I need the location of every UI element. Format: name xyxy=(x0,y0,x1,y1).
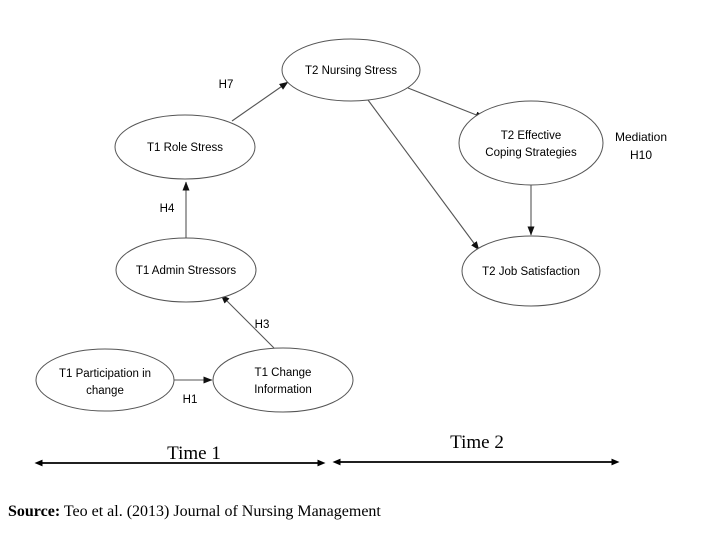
node-label: T1 Admin Stressors xyxy=(136,265,237,277)
annotation-line-2: H10 xyxy=(630,148,652,162)
timeline-time-1: Time 1 xyxy=(34,443,326,467)
node-label-line-2: Information xyxy=(254,384,312,396)
node-ellipse xyxy=(115,237,257,303)
node-label: T2 Job Satisfaction xyxy=(482,266,580,278)
node-t2-job-satisfaction[interactable]: T2 Job Satisfaction xyxy=(461,235,601,307)
node-label-line-2: Coping Strategies xyxy=(485,147,577,159)
edge-h3 xyxy=(220,294,275,349)
node-t1-admin-stressors[interactable]: T1 Admin Stressors xyxy=(115,237,257,303)
node-ellipse xyxy=(461,235,601,307)
node-t2-nursing-stress[interactable]: T2 Nursing Stress xyxy=(281,38,421,102)
edge-label-group: H7 H4 H3 H1 xyxy=(160,79,270,406)
edge-h7 xyxy=(231,81,289,122)
node-t1-participation-in-change[interactable]: T1 Participation in change xyxy=(35,348,175,412)
annotation-line-1: Mediation xyxy=(615,130,667,144)
node-ellipse xyxy=(458,100,604,186)
node-ellipse xyxy=(281,38,421,102)
source-text: Teo et al. (2013) Journal of Nursing Man… xyxy=(60,503,381,520)
node-t1-role-stress[interactable]: T1 Role Stress xyxy=(114,114,256,180)
edge-nursing-stress-to-job-satisfaction xyxy=(367,99,480,251)
node-label: T2 Nursing Stress xyxy=(305,65,397,77)
timeline-label: Time 1 xyxy=(167,443,221,464)
node-ellipse xyxy=(212,347,354,413)
edge-label-h4: H4 xyxy=(160,203,175,215)
source-prefix: Source: xyxy=(8,503,61,520)
node-label-line-1: T1 Participation in xyxy=(59,368,151,380)
edge-label-h7: H7 xyxy=(219,79,234,91)
timeline-time-2: Time 2 xyxy=(332,432,620,466)
edge-nursing-stress-to-coping xyxy=(407,87,485,119)
edge-label-h3: H3 xyxy=(255,319,270,331)
node-label-line-1: T2 Effective xyxy=(501,130,562,142)
annotation-mediation-h10: Mediation H10 xyxy=(615,130,667,162)
source-caption: Source: Teo et al. (2013) Journal of Nur… xyxy=(8,503,381,521)
node-t1-change-information[interactable]: T1 Change Information xyxy=(212,347,354,413)
node-ellipse xyxy=(114,114,256,180)
edge-label-h1: H1 xyxy=(183,394,198,406)
node-label: T1 Role Stress xyxy=(147,142,223,154)
node-label-line-2: change xyxy=(86,385,124,397)
timeline-label: Time 2 xyxy=(450,432,504,453)
edge-group xyxy=(173,81,535,384)
node-ellipse xyxy=(35,348,175,412)
node-label-line-1: T1 Change xyxy=(255,367,312,379)
node-t2-effective-coping-strategies[interactable]: T2 Effective Coping Strategies xyxy=(458,100,604,186)
